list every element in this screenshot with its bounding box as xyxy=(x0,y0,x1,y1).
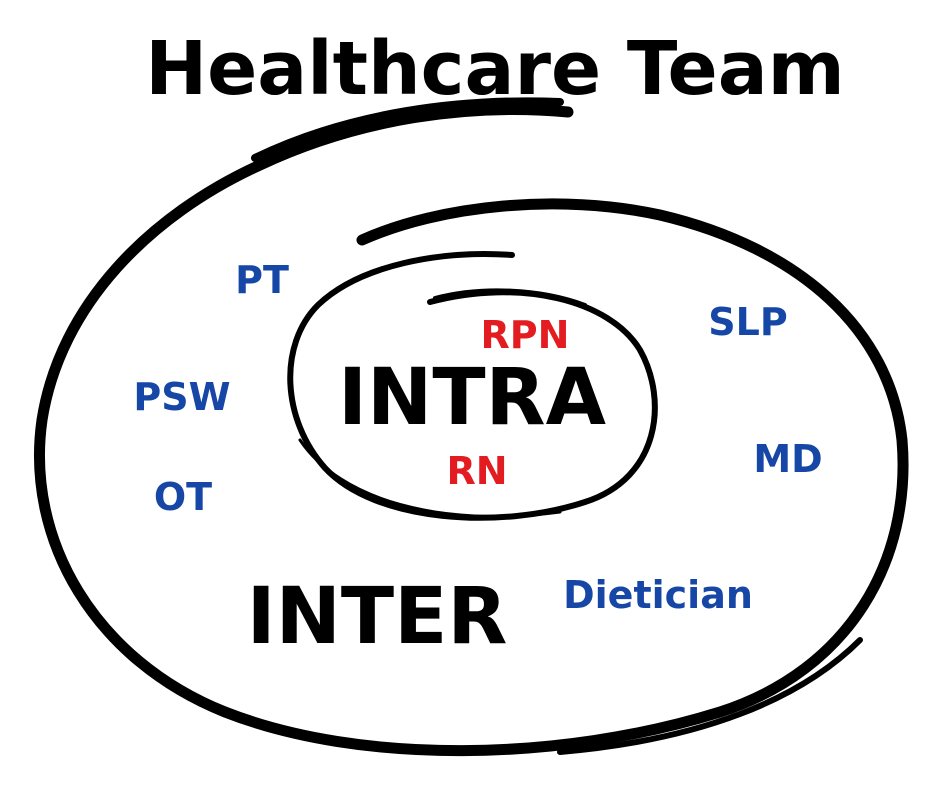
role-rn: RN xyxy=(446,449,507,493)
intra-label: INTRA xyxy=(338,353,606,443)
role-md: MD xyxy=(753,437,822,481)
role-rpn: RPN xyxy=(481,313,570,357)
role-pt: PT xyxy=(235,258,289,302)
role-slp: SLP xyxy=(708,300,787,344)
diagram-title: Healthcare Team xyxy=(145,26,845,112)
role-psw: PSW xyxy=(133,375,230,419)
role-ot: OT xyxy=(154,475,212,519)
inter-label: INTER xyxy=(247,572,508,662)
role-dietician: Dietician xyxy=(563,573,753,617)
inner-ring xyxy=(287,251,658,521)
outer-ring xyxy=(33,97,909,757)
